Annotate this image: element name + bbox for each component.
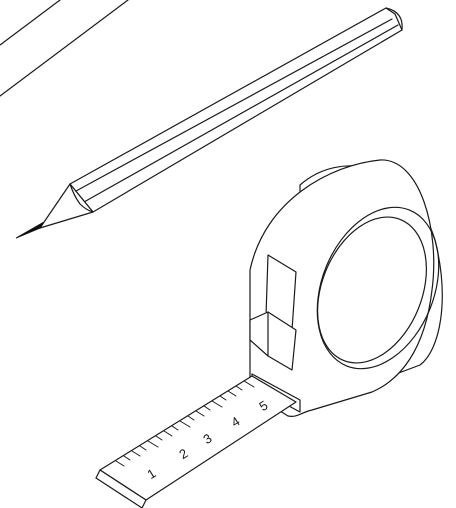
pencil-tip xyxy=(15,221,45,239)
tape-dial-rim xyxy=(316,216,428,364)
tape-housing-front xyxy=(249,159,435,417)
tape-end-hook xyxy=(95,469,147,508)
paper-edge-lower xyxy=(0,0,129,97)
pencil xyxy=(15,7,403,239)
tape-ticks xyxy=(115,380,255,467)
pencil-facet-line xyxy=(75,18,393,192)
paper-edge-upper xyxy=(0,0,61,46)
tape-measure: 1 2 3 4 5 xyxy=(95,159,443,508)
pencil-facet-line xyxy=(83,24,399,203)
pencil-wood-cone xyxy=(39,183,94,229)
pencil-end-cap xyxy=(385,7,403,31)
tape-blade xyxy=(99,375,297,501)
tape-dial-face xyxy=(316,206,440,370)
paper-sheet xyxy=(0,0,129,97)
pencil-cone-edge xyxy=(69,183,94,213)
